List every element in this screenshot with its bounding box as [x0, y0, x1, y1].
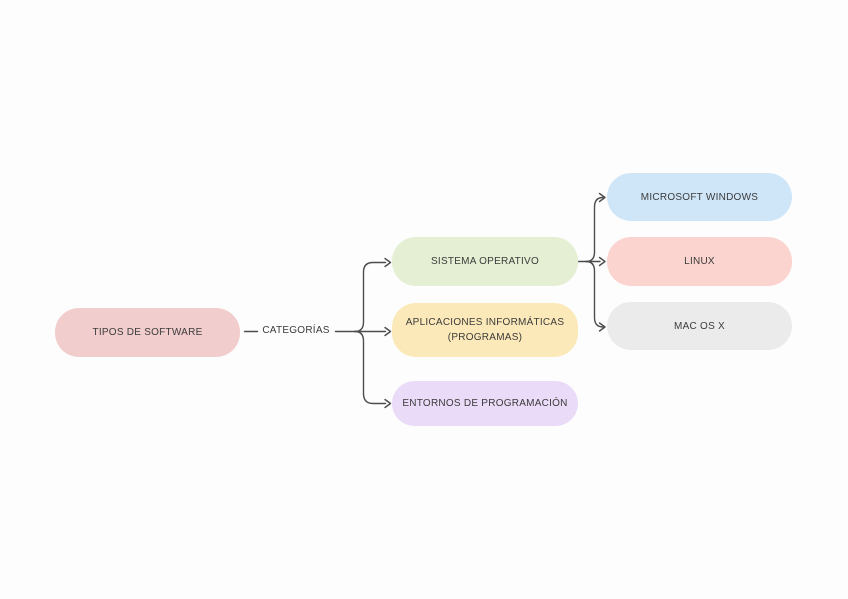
- arrowhead-linux: [598, 256, 606, 267]
- node-linux[interactable]: LINUX: [607, 237, 792, 286]
- arrowhead-entornos: [384, 398, 392, 409]
- arrowhead-windows: [598, 192, 606, 203]
- node-mac-os-x[interactable]: MAC OS X: [607, 302, 792, 350]
- edge-label-categorias: CATEGORÍAS: [262, 325, 330, 336]
- node-label: LINUX: [684, 256, 715, 267]
- node-sistema-operativo[interactable]: SISTEMA OPERATIVO: [392, 237, 578, 286]
- node-label: TIPOS DE SOFTWARE: [92, 327, 203, 338]
- arrowhead-aplicaciones: [384, 326, 392, 337]
- edge-fork-down-entornos: [354, 330, 387, 405]
- node-entornos-de-programacion[interactable]: ENTORNOS DE PROGRAMACIÓN: [392, 381, 578, 426]
- edge-fork-up-windows: [585, 196, 604, 263]
- arrowhead-sistema: [384, 257, 392, 268]
- edge-fork-up-sistema: [354, 261, 387, 333]
- node-label: MAC OS X: [674, 320, 725, 332]
- arrowhead-mac: [598, 322, 606, 332]
- node-label: SISTEMA OPERATIVO: [431, 256, 539, 267]
- node-microsoft-windows[interactable]: MICROSOFT WINDOWS: [607, 173, 792, 221]
- node-label: ENTORNOS DE PROGRAMACIÓN: [402, 398, 568, 409]
- edge-fork-down-mac: [585, 260, 604, 328]
- node-aplicaciones-informaticas[interactable]: APLICACIONES INFORMÁTICAS (PROGRAMAS): [392, 303, 578, 357]
- node-label: MICROSOFT WINDOWS: [640, 191, 759, 203]
- node-tipos-de-software[interactable]: TIPOS DE SOFTWARE: [55, 308, 240, 357]
- node-label: APLICACIONES INFORMÁTICAS (PROGRAMAS): [405, 317, 565, 343]
